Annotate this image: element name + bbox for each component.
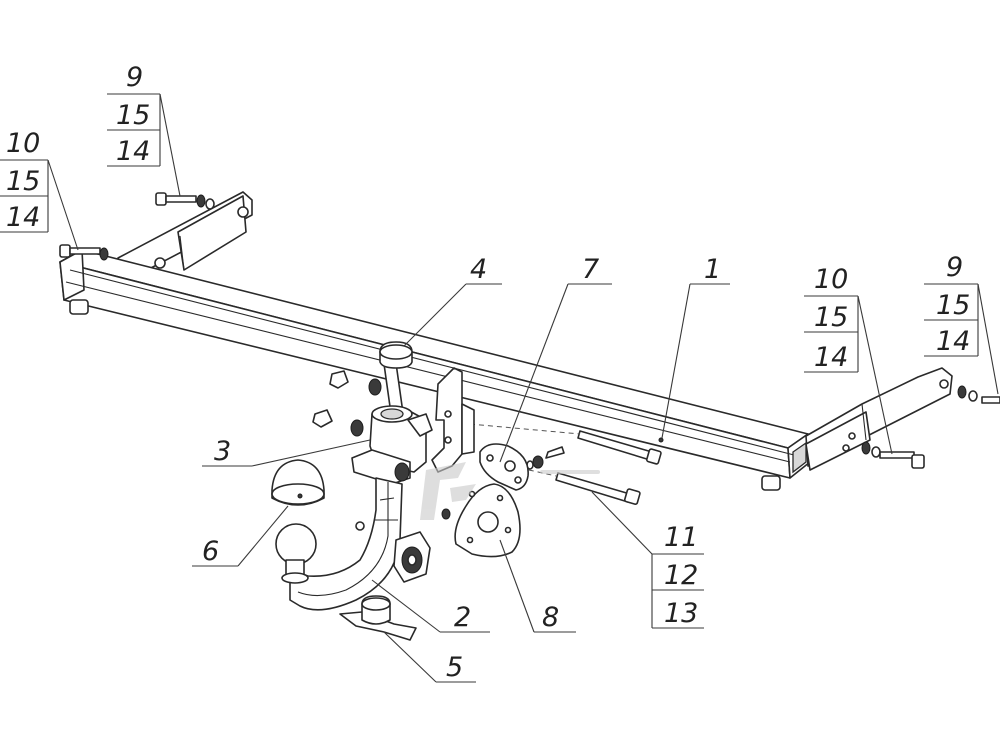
label-part-5: 5 [446, 652, 463, 683]
label-part-14: 14 [814, 342, 848, 373]
main-cross-beam [59, 249, 811, 491]
label-part-7: 7 [582, 254, 599, 285]
label-part-10: 10 [814, 264, 848, 295]
label-part-10: 10 [6, 128, 40, 159]
bolt-right-lower [861, 441, 925, 469]
left-rear-bracket [117, 191, 253, 281]
label-part-4: 4 [470, 254, 487, 285]
label-part-8: 8 [542, 602, 559, 633]
mounting-plate-7 [479, 443, 529, 491]
label-part-2: 2 [454, 602, 471, 633]
label-part-9: 9 [126, 62, 143, 93]
leader-lines [0, 93, 999, 683]
label-part-15: 15 [6, 166, 40, 197]
logo-watermark-icon [420, 462, 600, 520]
label-part-3: 3 [214, 436, 231, 467]
bolt-right-upper [957, 385, 1000, 404]
label-part-13: 13 [664, 598, 698, 629]
mounting-plate-angle [431, 367, 475, 473]
nuts-center [312, 370, 382, 437]
bolt-left-upper [155, 192, 215, 210]
callout-10-right: 10 15 14 [814, 264, 848, 373]
label-part-15: 15 [814, 302, 848, 333]
label-part-12: 12 [664, 560, 698, 591]
label-part-15: 15 [116, 100, 150, 131]
nut-plate-8 [441, 508, 451, 520]
callout-9-right: 9 15 14 [936, 252, 970, 357]
label-part-14: 14 [116, 136, 150, 167]
label-part-14: 14 [936, 326, 970, 357]
ball-cap [271, 459, 325, 506]
long-bolt-upper [577, 430, 662, 465]
right-bracket [805, 367, 953, 471]
label-part-15: 15 [936, 290, 970, 321]
label-part-14: 14 [6, 202, 40, 233]
socket-bracket [339, 595, 417, 641]
ball-mount-housing [351, 405, 433, 485]
small-bolt [526, 446, 565, 470]
callout-9-left: 9 15 14 [116, 62, 150, 167]
callout-10-left: 10 15 14 [6, 128, 40, 233]
label-part-9: 9 [946, 252, 963, 283]
bolt-left-lower [59, 244, 109, 261]
label-part-6: 6 [202, 536, 219, 567]
callout-11: 11 12 13 [664, 522, 698, 629]
label-part-11: 11 [664, 522, 698, 553]
swan-neck-ball-arm [275, 477, 431, 611]
long-bolt-lower [555, 472, 641, 505]
label-part-1: 1 [704, 254, 721, 285]
